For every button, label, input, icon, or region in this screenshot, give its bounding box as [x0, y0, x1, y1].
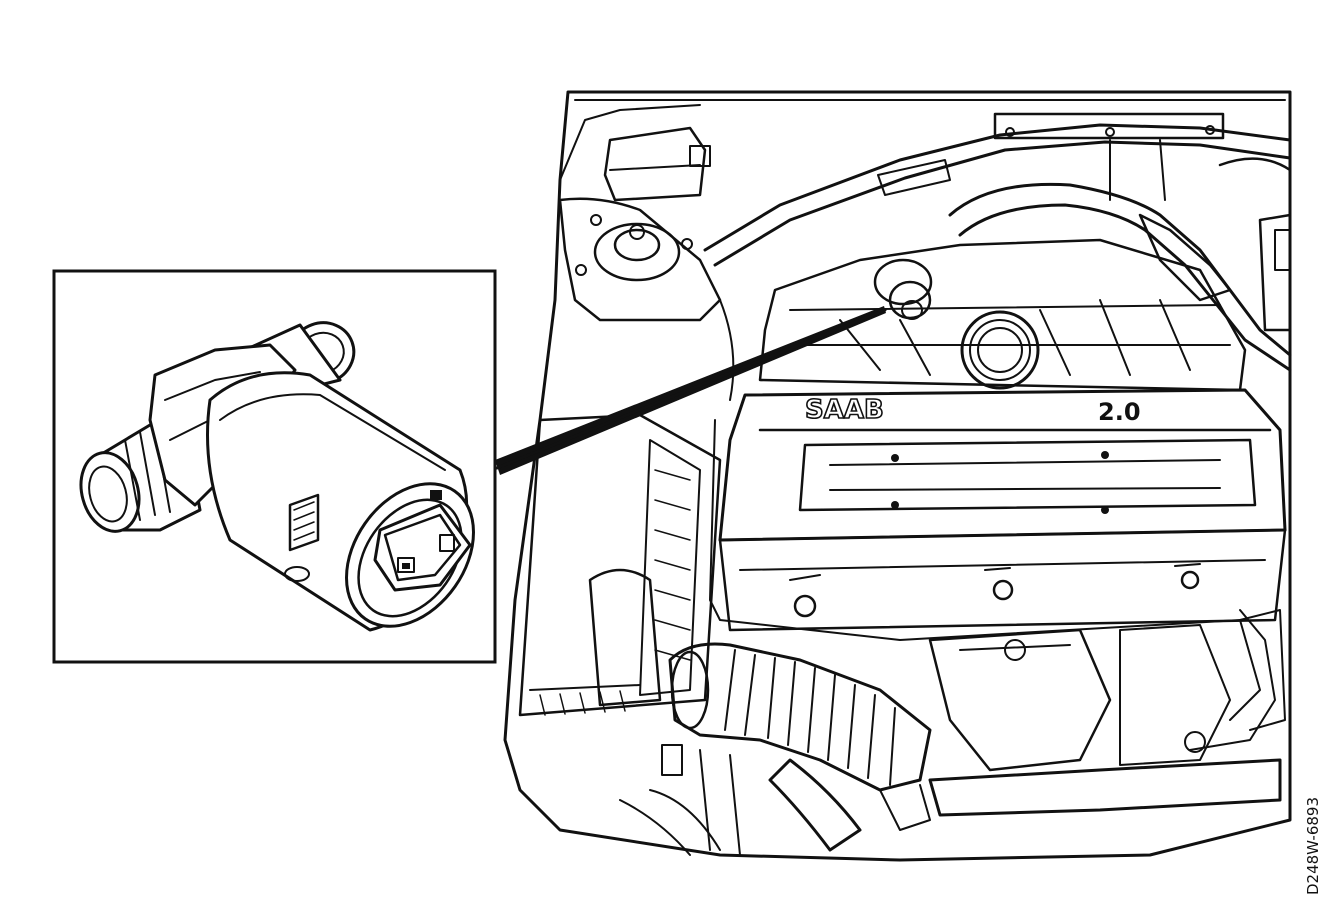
air-intake-hose	[619, 642, 1282, 856]
engine-size-text: 2.0	[1098, 398, 1141, 426]
idle-air-valve-inset	[52, 269, 497, 664]
engine-bay-outline	[503, 90, 1292, 862]
engine-brand-text: SAAB	[805, 395, 884, 425]
suspension-tower	[558, 197, 722, 322]
fluid-reservoir	[603, 126, 711, 202]
exhaust-area	[928, 609, 1286, 772]
intake-manifold	[758, 182, 1292, 392]
cylinder-head	[718, 528, 1287, 632]
callout-leader	[495, 306, 887, 475]
engine-bay-illustration: SAAB 2.0	[503, 90, 1292, 862]
cam-cover: SAAB 2.0	[718, 388, 1287, 542]
brake-booster	[1218, 157, 1292, 332]
strut-brace	[703, 112, 1292, 267]
idle-air-valve-illustration	[79, 321, 475, 632]
drawing-code: D248W-6893	[1304, 797, 1322, 895]
radiator	[518, 413, 722, 776]
wiring	[709, 139, 1276, 751]
